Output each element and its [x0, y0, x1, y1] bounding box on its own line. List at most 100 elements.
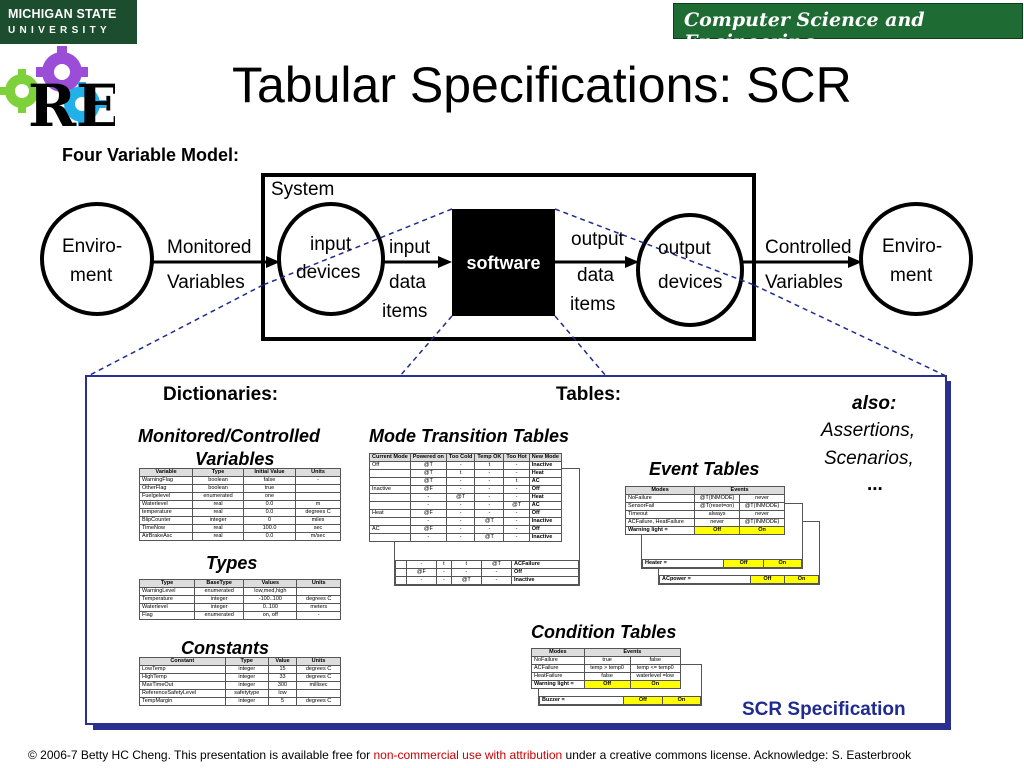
- monitored-controlled-heading-1: Monitored/Controlled: [138, 426, 320, 446]
- tables-heading: Tables:: [556, 384, 622, 405]
- env-right-line1: Enviro-: [882, 236, 943, 257]
- system-box: [261, 173, 756, 341]
- input-devices-node: [277, 202, 385, 316]
- output-devices-line2: devices: [658, 272, 723, 293]
- table-row: Heat@F---Off: [369, 509, 562, 518]
- table-row: Inactive@F---Off: [369, 485, 562, 494]
- mode-transition-heading: Mode Transition Tables: [369, 426, 570, 446]
- re-logo: RE: [0, 46, 115, 136]
- environment-right: [859, 202, 973, 316]
- table-row: Off@T-t-Inactive: [369, 461, 562, 470]
- msu-logo-line1: MICHIGAN STATE: [8, 7, 117, 21]
- table-row: NoFailure@T(INMODE)never: [624, 494, 785, 503]
- table-row: @F---Off: [395, 568, 579, 577]
- gear-icon: [64, 82, 106, 126]
- monitored-label-line2: Variables: [167, 272, 245, 293]
- dictionaries-heading: Dictionaries:: [163, 384, 279, 405]
- controlled-label-line2: Variables: [765, 272, 843, 293]
- env-right-line2: ment: [890, 265, 933, 286]
- cse-banner: Computer Science and Engineering: [673, 3, 1023, 53]
- output-devices-line1: output: [658, 238, 711, 259]
- table-row: SensorFail@T(reset=on)@T(INMODE): [624, 502, 785, 511]
- msu-logo: MICHIGAN STATE UNIVERSITY: [0, 0, 137, 44]
- env-left-line1: Enviro-: [62, 236, 123, 257]
- re-logo-text: RE: [28, 72, 115, 136]
- input-data-line2: data: [389, 272, 426, 293]
- output-data-line2: data: [577, 265, 614, 286]
- also-label: also:: [852, 393, 897, 414]
- scr-specification-label: SCR Specification: [742, 699, 906, 720]
- env-left-line2: ment: [70, 265, 113, 286]
- msu-logo-line2: UNIVERSITY: [8, 25, 112, 36]
- controlled-label-line1: Controlled: [765, 237, 852, 258]
- table-row: -@T--Heat: [369, 493, 562, 502]
- page-title: Tabular Specifications: SCR: [232, 57, 852, 113]
- also-assertions: Assertions,: [821, 420, 915, 441]
- software-box: software: [452, 209, 555, 316]
- gear-icon: [36, 46, 88, 92]
- output-devices-node: [636, 213, 744, 327]
- environment-left: [40, 202, 154, 316]
- footer-text-1: © 2006-7 Betty HC Cheng. This presentati…: [28, 748, 374, 762]
- condition-tables-heading: Condition Tables: [531, 622, 677, 642]
- four-variable-heading: Four Variable Model:: [62, 145, 240, 165]
- input-devices-line1: input: [310, 234, 352, 255]
- output-data-line1: output: [571, 229, 624, 250]
- monitored-label-line1: Monitored: [167, 237, 252, 258]
- table-row: AC@F---Off: [369, 525, 562, 534]
- table-row: --@T-Inactive: [395, 576, 579, 585]
- types-heading: Types: [206, 553, 258, 573]
- system-label: System: [271, 179, 335, 200]
- gear-icon: [0, 69, 44, 113]
- input-data-line1: input: [389, 237, 431, 258]
- table-row: --@T-Inactive: [369, 533, 562, 542]
- also-scenarios: Scenarios,: [824, 448, 914, 469]
- zoom-line-left: [87, 284, 264, 377]
- input-devices-line2: devices: [296, 262, 361, 283]
- constants-heading: Constants: [181, 638, 270, 658]
- event-tables-heading: Event Tables: [649, 459, 760, 479]
- license-link[interactable]: non-commercial use with attribution: [373, 748, 563, 762]
- cse-banner-text: Computer Science and Engineering: [684, 9, 925, 53]
- monitored-controlled-heading-2: Variables: [195, 449, 275, 469]
- footer: © 2006-7 Betty HC Cheng. This presentati…: [28, 748, 911, 762]
- also-ellipsis: ...: [867, 474, 883, 495]
- input-data-line3: items: [382, 301, 428, 322]
